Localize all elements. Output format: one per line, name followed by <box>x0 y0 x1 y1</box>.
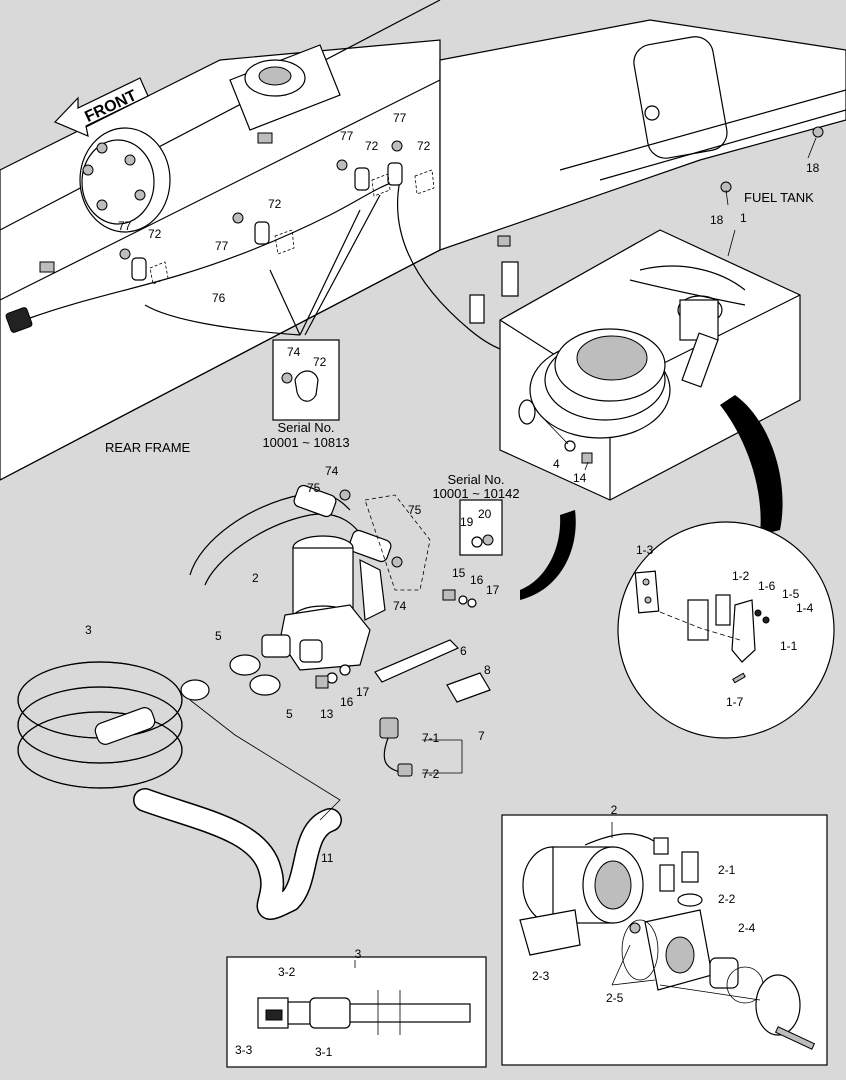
callout-7-1: 7-1 <box>422 731 440 745</box>
callout-19: 19 <box>460 515 474 529</box>
rear-frame-drawing <box>0 0 846 481</box>
callout-1-5: 1-5 <box>782 587 800 601</box>
callout-8: 8 <box>484 663 491 677</box>
callout-1: 1 <box>740 211 747 225</box>
callout-6: 6 <box>460 644 467 658</box>
callout-1-3: 1-3 <box>636 543 654 557</box>
callout-74: 74 <box>287 345 301 359</box>
callout-74: 74 <box>393 599 407 613</box>
callout-1-1: 1-1 <box>780 639 798 653</box>
detail-2-title: 2 <box>611 803 618 817</box>
harness-clamps <box>119 126 824 285</box>
callout-77: 77 <box>118 219 132 233</box>
callout-17: 17 <box>486 583 500 597</box>
callout-77: 77 <box>215 239 229 253</box>
callout-1-4: 1-4 <box>796 601 814 615</box>
callout-75: 75 <box>307 481 321 495</box>
callout-3-2: 3-2 <box>278 965 296 979</box>
callout-2-5: 2-5 <box>606 991 624 1005</box>
serial-inset-b: Serial No. 10001 ~ 10142 <box>432 472 520 556</box>
callout-72: 72 <box>148 227 162 241</box>
callout-1-7: 1-7 <box>726 695 744 709</box>
callout-20: 20 <box>478 507 492 521</box>
callout-11: 11 <box>321 851 334 865</box>
pump-assembly-drawing <box>189 484 491 777</box>
hose-coil-3 <box>17 661 210 789</box>
hose-leader <box>189 699 341 821</box>
callout-7: 7 <box>478 729 485 743</box>
callout-72: 72 <box>313 355 327 369</box>
callout-17: 17 <box>356 685 370 699</box>
detail-2-box <box>501 814 828 1066</box>
callout-72: 72 <box>417 139 431 153</box>
detail-3-box <box>226 956 487 1068</box>
callout-15: 15 <box>452 566 466 580</box>
callout-5: 5 <box>215 629 222 643</box>
rear-frame-label: REAR FRAME <box>105 440 191 455</box>
callout-2-1: 2-1 <box>718 863 736 877</box>
callout-72: 72 <box>268 197 282 211</box>
callout-13: 13 <box>320 707 334 721</box>
detail-1-pointer <box>720 395 783 535</box>
callout-16: 16 <box>470 573 484 587</box>
callout-2: 2 <box>252 571 259 585</box>
callout-76: 76 <box>212 291 226 305</box>
callout-77: 77 <box>393 111 407 125</box>
detail-1-pointer-left <box>520 510 576 600</box>
callout-labels: 77 77 72 72 72 72 77 77 76 18 18 1 74 72… <box>85 111 820 1059</box>
callout-1-2: 1-2 <box>732 569 750 583</box>
fuel-tank-label: FUEL TANK <box>744 190 814 205</box>
callout-74: 74 <box>325 464 339 478</box>
callout-14: 14 <box>573 471 587 485</box>
serial-a-title: Serial No. <box>277 420 334 435</box>
callout-72: 72 <box>365 139 379 153</box>
callout-75: 75 <box>408 503 422 517</box>
callout-2-3: 2-3 <box>532 969 550 983</box>
serial-b-title: Serial No. <box>447 472 504 487</box>
callout-7-2: 7-2 <box>422 767 440 781</box>
callout-18: 18 <box>806 161 820 175</box>
fuel-tank-drawing <box>499 229 801 501</box>
callout-2-2: 2-2 <box>718 892 736 906</box>
callout-3: 3 <box>85 623 92 637</box>
callout-5: 5 <box>286 707 293 721</box>
detail-1-circle <box>617 521 835 739</box>
hose-11 <box>133 788 342 920</box>
serial-a-range: 10001 ~ 10813 <box>262 435 349 450</box>
callout-4: 4 <box>553 457 560 471</box>
serial-inset-a: Serial No. 10001 ~ 10813 <box>262 339 350 450</box>
callout-3-3: 3-3 <box>235 1043 253 1057</box>
callout-1-6: 1-6 <box>758 579 776 593</box>
callout-77: 77 <box>340 129 354 143</box>
callout-3-1: 3-1 <box>315 1045 333 1059</box>
serial-b-range: 10001 ~ 10142 <box>432 486 519 501</box>
leader-lines <box>354 137 817 968</box>
callout-18: 18 <box>710 213 724 227</box>
callout-16: 16 <box>340 695 354 709</box>
detail-3-title: 3 <box>355 947 362 961</box>
callout-2-4: 2-4 <box>738 921 756 935</box>
